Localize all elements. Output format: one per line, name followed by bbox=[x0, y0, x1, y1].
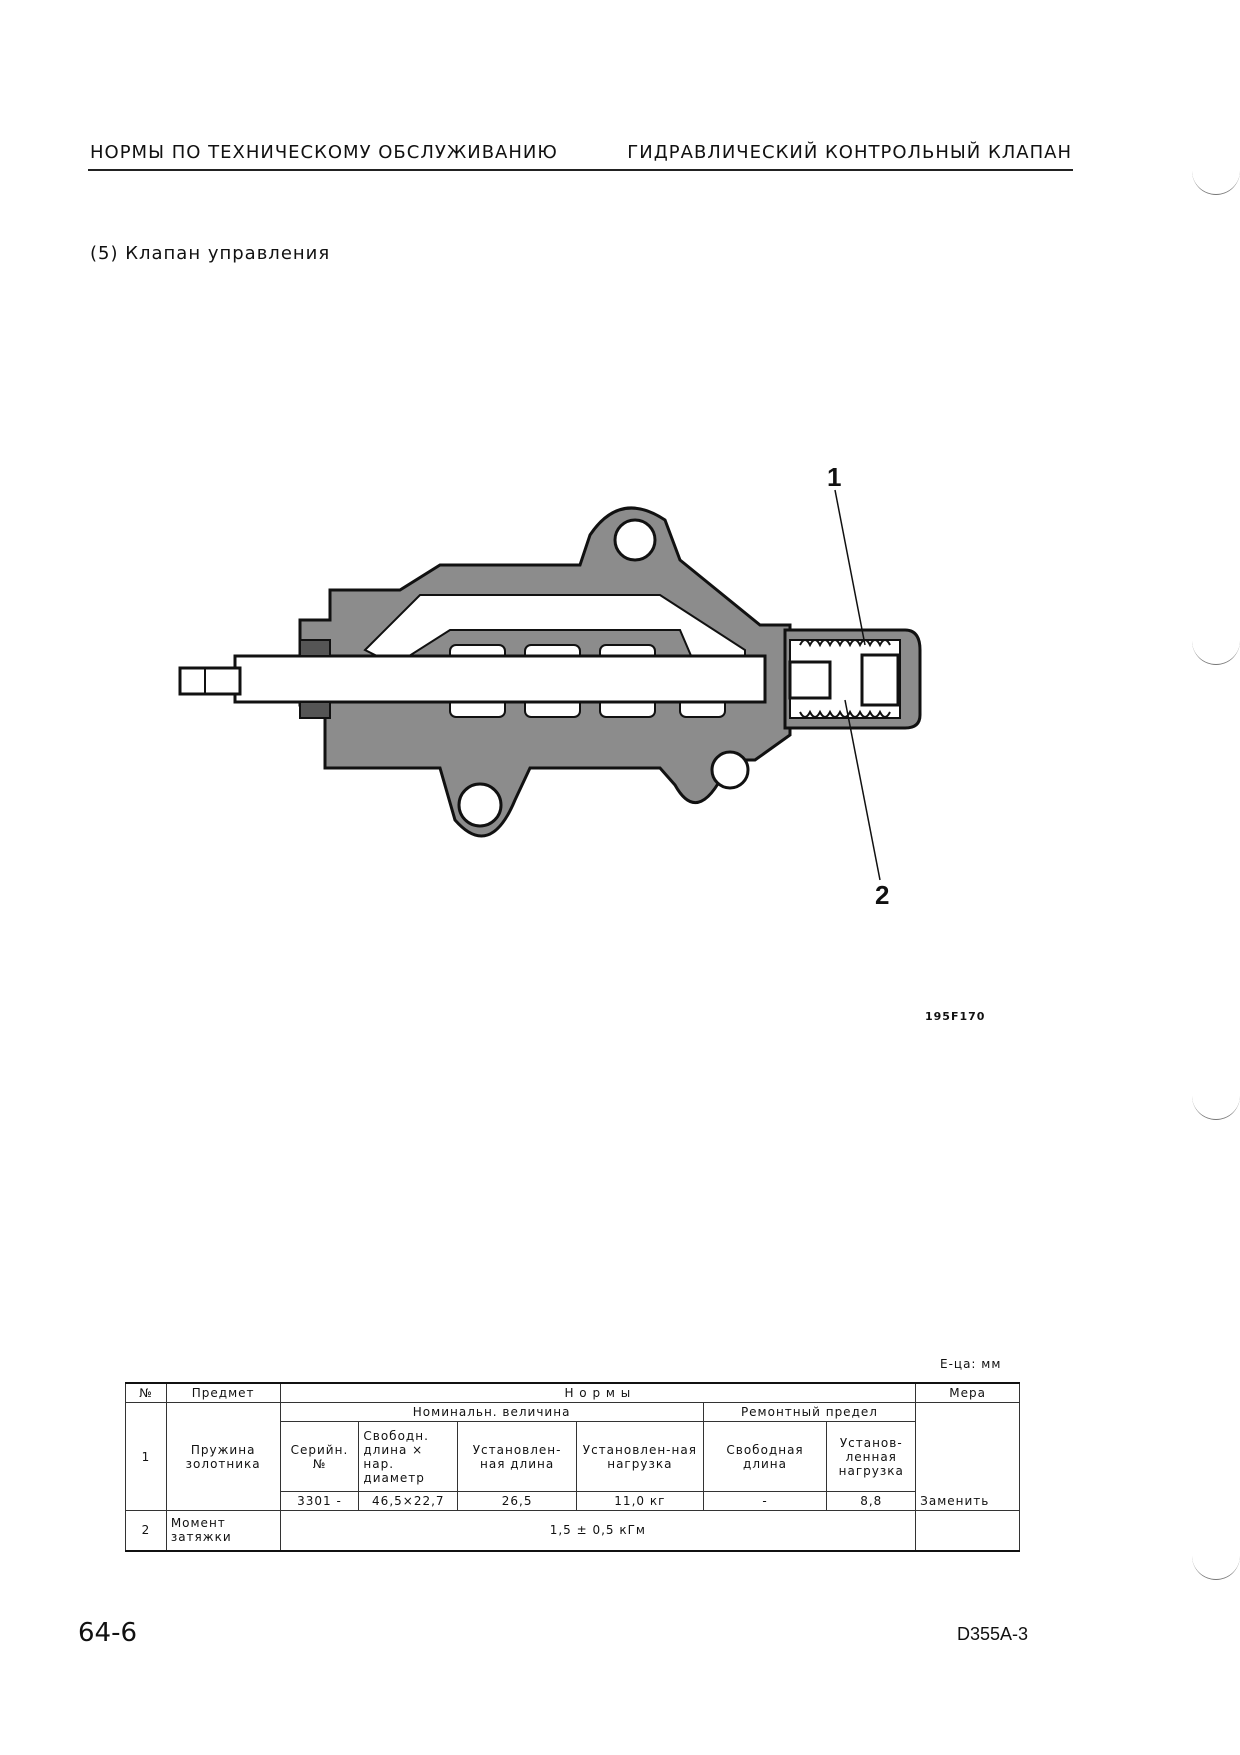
row2-value: 1,5 ± 0,5 кГм bbox=[279, 1510, 917, 1552]
valve-drawing bbox=[178, 489, 922, 881]
scan-edge-mark bbox=[1192, 1555, 1240, 1580]
row1-repair-free-len: - bbox=[702, 1491, 828, 1511]
seal-left-top bbox=[299, 639, 331, 657]
page-number: 64-6 bbox=[78, 1618, 138, 1648]
mount-hole-top bbox=[613, 518, 657, 562]
spool-shaft bbox=[233, 654, 767, 704]
figure-code: 195F170 bbox=[925, 1010, 986, 1023]
header-no: № bbox=[125, 1382, 167, 1403]
leader-2 bbox=[844, 699, 881, 881]
mount-hole-bottom-right bbox=[710, 750, 750, 790]
header-installed-len: Установлен-ная длина bbox=[457, 1421, 577, 1492]
row1-repair-installed-load: 8,8 bbox=[826, 1491, 917, 1511]
norms-table: № Предмет Н о р м ы Мера 1 Пружина золот… bbox=[125, 1382, 1020, 1552]
seal-left-bottom bbox=[299, 701, 331, 719]
header-right-title: ГИДРАВЛИЧЕСКИЙ КОНТРОЛЬНЫЙ КЛАПАН bbox=[627, 142, 1072, 163]
row1-free-len-dia: 46,5×22,7 bbox=[358, 1491, 459, 1511]
header-rule bbox=[88, 169, 1073, 171]
callout-2: 2 bbox=[875, 880, 890, 910]
spool-end bbox=[178, 666, 242, 696]
header-serial: Серийн. № bbox=[279, 1421, 360, 1492]
header-repair-installed-load: Установ-ленная нагрузка bbox=[826, 1421, 917, 1492]
plunger bbox=[788, 660, 832, 700]
row1-installed-load: 11,0 кг bbox=[576, 1491, 704, 1511]
section-title: (5) Клапан управления bbox=[90, 243, 331, 264]
header-item: Предмет bbox=[165, 1382, 281, 1403]
scan-edge-mark bbox=[1192, 640, 1240, 665]
row2-no: 2 bbox=[125, 1510, 167, 1552]
header-free-len-dia: Свободн. длина × нар. диаметр bbox=[358, 1421, 459, 1492]
unit-label: Е-ца: мм bbox=[940, 1357, 1002, 1371]
header-repair: Ремонтный предел bbox=[702, 1402, 917, 1422]
row1-item: Пружина золотника bbox=[165, 1402, 281, 1511]
spring-seat bbox=[860, 653, 900, 707]
row2-item: Момент затяжки bbox=[165, 1510, 281, 1552]
header-action: Мера bbox=[915, 1382, 1020, 1403]
row1-installed-len: 26,5 bbox=[457, 1491, 577, 1511]
header-norms: Н о р м ы bbox=[279, 1382, 917, 1403]
header-nominal: Номинальн. величина bbox=[279, 1402, 704, 1422]
row1-action: Заменить bbox=[915, 1402, 1020, 1511]
header-left-title: НОРМЫ ПО ТЕХНИЧЕСКОМУ ОБСЛУЖИВАНИЮ bbox=[90, 142, 558, 163]
callout-1: 1 bbox=[827, 462, 842, 492]
leader-1 bbox=[834, 489, 866, 646]
header-repair-free-len: Свободная длина bbox=[702, 1421, 828, 1492]
scan-edge-mark bbox=[1192, 1095, 1240, 1120]
row2-action bbox=[915, 1510, 1020, 1552]
spring-coils bbox=[799, 639, 891, 718]
header-installed-load: Установлен-ная нагрузка bbox=[576, 1421, 704, 1492]
model-code: D355A-3 bbox=[956, 1624, 1028, 1644]
scan-edge-mark bbox=[1192, 170, 1240, 195]
row1-serial: 3301 - bbox=[279, 1491, 360, 1511]
row1-no: 1 bbox=[125, 1402, 167, 1511]
mount-hole-bottom-left bbox=[457, 782, 503, 828]
